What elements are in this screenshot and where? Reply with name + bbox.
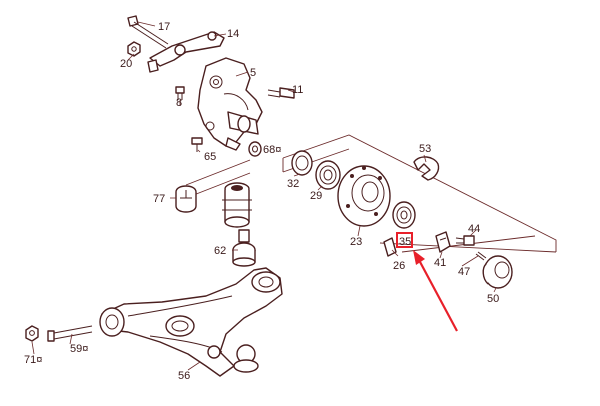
label-53: 53 [419, 143, 431, 155]
label-65: 65 [204, 151, 216, 163]
part-labels: 17 14 20 5 8 11 65 68¤ 32 29 53 77 23 44… [24, 21, 499, 382]
upper-arm-14 [147, 31, 225, 73]
steering-knuckle-5 [197, 57, 263, 151]
label-8: 8 [176, 97, 182, 109]
label-29: 29 [310, 190, 322, 202]
grease-cap-50 [482, 255, 513, 289]
seal-29 [315, 160, 341, 190]
label-23: 23 [350, 236, 362, 248]
bolt-59 [47, 325, 93, 342]
bolt-65 [191, 137, 203, 152]
label-14: 14 [227, 28, 239, 40]
label-56: 56 [178, 370, 190, 382]
highlight-box [396, 232, 413, 248]
label-20: 20 [120, 58, 132, 70]
stud-26 [383, 237, 397, 257]
screw-44 [455, 235, 475, 246]
label-71: 71¤ [24, 354, 42, 366]
label-32: 32 [287, 178, 299, 190]
nut-71 [25, 325, 39, 342]
leader-lines [31, 21, 497, 371]
bleed-screw-11 [267, 87, 295, 99]
washer-68 [248, 141, 262, 157]
bearing-32 [291, 150, 313, 176]
label-26: 26 [393, 260, 405, 272]
screw-8 [175, 86, 185, 100]
label-17: 17 [158, 21, 170, 33]
bearing-inner [392, 201, 416, 229]
label-35: 35 [399, 236, 411, 248]
rubber-bush [222, 182, 252, 228]
pointer-arrow-shaft [418, 259, 458, 332]
label-11: 11 [292, 84, 303, 96]
clamp-nut-41 [435, 231, 451, 253]
lower-arm-56 [99, 267, 283, 377]
bolt-17 [127, 15, 169, 49]
label-47: 47 [458, 266, 470, 278]
label-77: 77 [153, 193, 165, 205]
wrench-53 [413, 156, 440, 181]
label-68: 68¤ [263, 144, 281, 156]
label-50: 50 [487, 293, 499, 305]
label-62: 62 [214, 245, 226, 257]
clamp-77 [175, 185, 197, 213]
wheel-hub-23 [337, 165, 391, 227]
bolt-47 [475, 251, 487, 261]
nut-20 [127, 41, 141, 57]
ball-joint-62 [232, 229, 256, 267]
label-59: 59¤ [70, 343, 88, 355]
pointer-arrow-head [413, 250, 425, 265]
label-44: 44 [468, 223, 480, 235]
label-5: 5 [250, 67, 256, 79]
label-41: 41 [434, 257, 446, 269]
